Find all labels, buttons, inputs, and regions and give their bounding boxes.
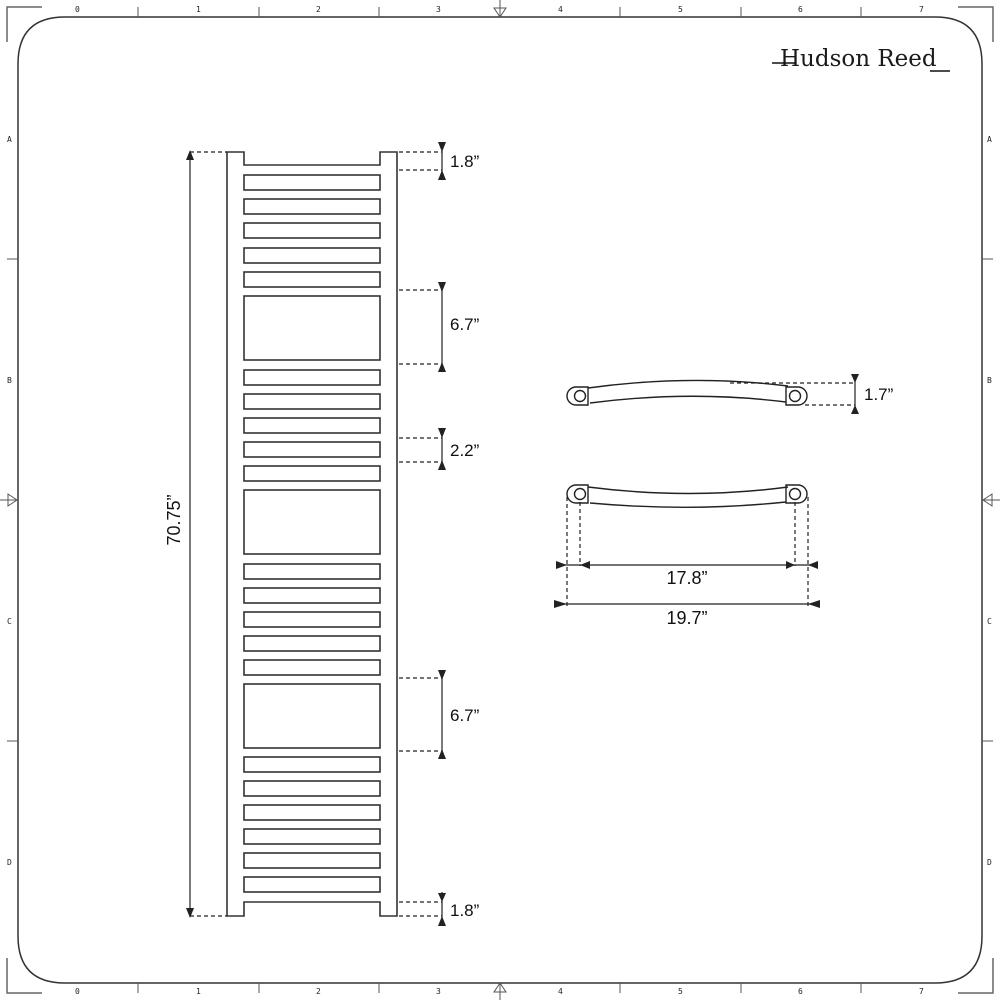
bar (243, 611, 381, 628)
top-tick-1: 1 (196, 5, 201, 14)
left-ruler (0, 258, 18, 742)
top-ruler (137, 0, 862, 18)
drawing-frame (6, 6, 994, 994)
bar (243, 271, 381, 288)
height-dimension (186, 150, 227, 918)
right-tick-b: B (987, 376, 992, 385)
right-tick-a: A (987, 135, 992, 144)
bottom-gap-label: 1.8” (450, 901, 480, 920)
bar (243, 369, 381, 386)
brand-name: Hudson Reed (780, 46, 937, 72)
bottom-tick-3: 3 (436, 987, 441, 996)
top-tick-4: 4 (558, 5, 563, 14)
lower-gap-label: 6.7” (450, 706, 480, 725)
top-tick-3: 3 (436, 5, 441, 14)
bar (243, 247, 381, 264)
bar (243, 441, 381, 458)
right-tick-c: C (987, 617, 992, 626)
bar-spacing-label: 2.2” (450, 441, 480, 460)
width-dimensions (554, 497, 820, 608)
bar (243, 417, 381, 434)
right-ruler (982, 258, 1000, 742)
depth-label: 1.7” (864, 385, 894, 404)
left-tick-b: B (7, 376, 12, 385)
bar (243, 852, 381, 869)
bar (243, 393, 381, 410)
top-tick-5: 5 (678, 5, 683, 14)
left-tick-c: C (7, 617, 12, 626)
bottom-tick-1: 1 (196, 987, 201, 996)
top-tick-2: 2 (316, 5, 321, 14)
gap-panel (243, 683, 381, 749)
gap-panel (243, 295, 381, 361)
total-height-label: 70.75” (164, 494, 184, 545)
overall-width-label: 19.7” (666, 608, 707, 628)
top-gap-label: 1.8” (450, 152, 480, 171)
bar (243, 465, 381, 482)
bar (243, 828, 381, 845)
bar (243, 563, 381, 580)
right-end-cap (785, 386, 808, 406)
left-tick-d: D (7, 858, 12, 867)
right-ruler-labels: A B C D (987, 135, 992, 867)
brand-strokes (772, 62, 950, 72)
top-ruler-labels: 0 1 2 3 4 5 6 7 (75, 5, 924, 14)
bottom-tick-0: 0 (75, 987, 80, 996)
side-view-bar (566, 484, 808, 508)
bar (243, 804, 381, 821)
bottom-tick-7: 7 (919, 987, 924, 996)
top-tick-0: 0 (75, 5, 80, 14)
towel-rail-front-view (226, 151, 398, 917)
bottom-tick-6: 6 (798, 987, 803, 996)
bar (243, 659, 381, 676)
rail-frame (226, 151, 398, 917)
top-tick-6: 6 (798, 5, 803, 14)
bar (243, 756, 381, 773)
left-ruler-labels: A B C D (7, 135, 12, 867)
left-tick-a: A (7, 135, 12, 144)
top-tick-7: 7 (919, 5, 924, 14)
bottom-tick-2: 2 (316, 987, 321, 996)
bottom-ruler (137, 982, 862, 1000)
centers-width-label: 17.8” (666, 568, 707, 588)
bottom-tick-4: 4 (558, 987, 563, 996)
bar (243, 587, 381, 604)
right-end-cap (785, 484, 808, 504)
bar (243, 780, 381, 797)
left-end-cap (566, 386, 589, 406)
bar (243, 222, 381, 239)
dimension-lines-right (399, 142, 446, 926)
bar (243, 635, 381, 652)
left-end-cap (566, 484, 589, 504)
right-tick-d: D (987, 858, 992, 867)
brand-logo: Hudson Reed (780, 46, 937, 72)
top-view-bar (566, 379, 808, 406)
upper-gap-label: 6.7” (450, 315, 480, 334)
depth-dimension (730, 374, 859, 414)
bar (243, 198, 381, 215)
bottom-ruler-labels: 0 1 2 3 4 5 6 7 (75, 987, 924, 996)
bottom-tick-5: 5 (678, 987, 683, 996)
bar (243, 876, 381, 893)
bar (243, 174, 381, 191)
gap-panel (243, 489, 381, 555)
